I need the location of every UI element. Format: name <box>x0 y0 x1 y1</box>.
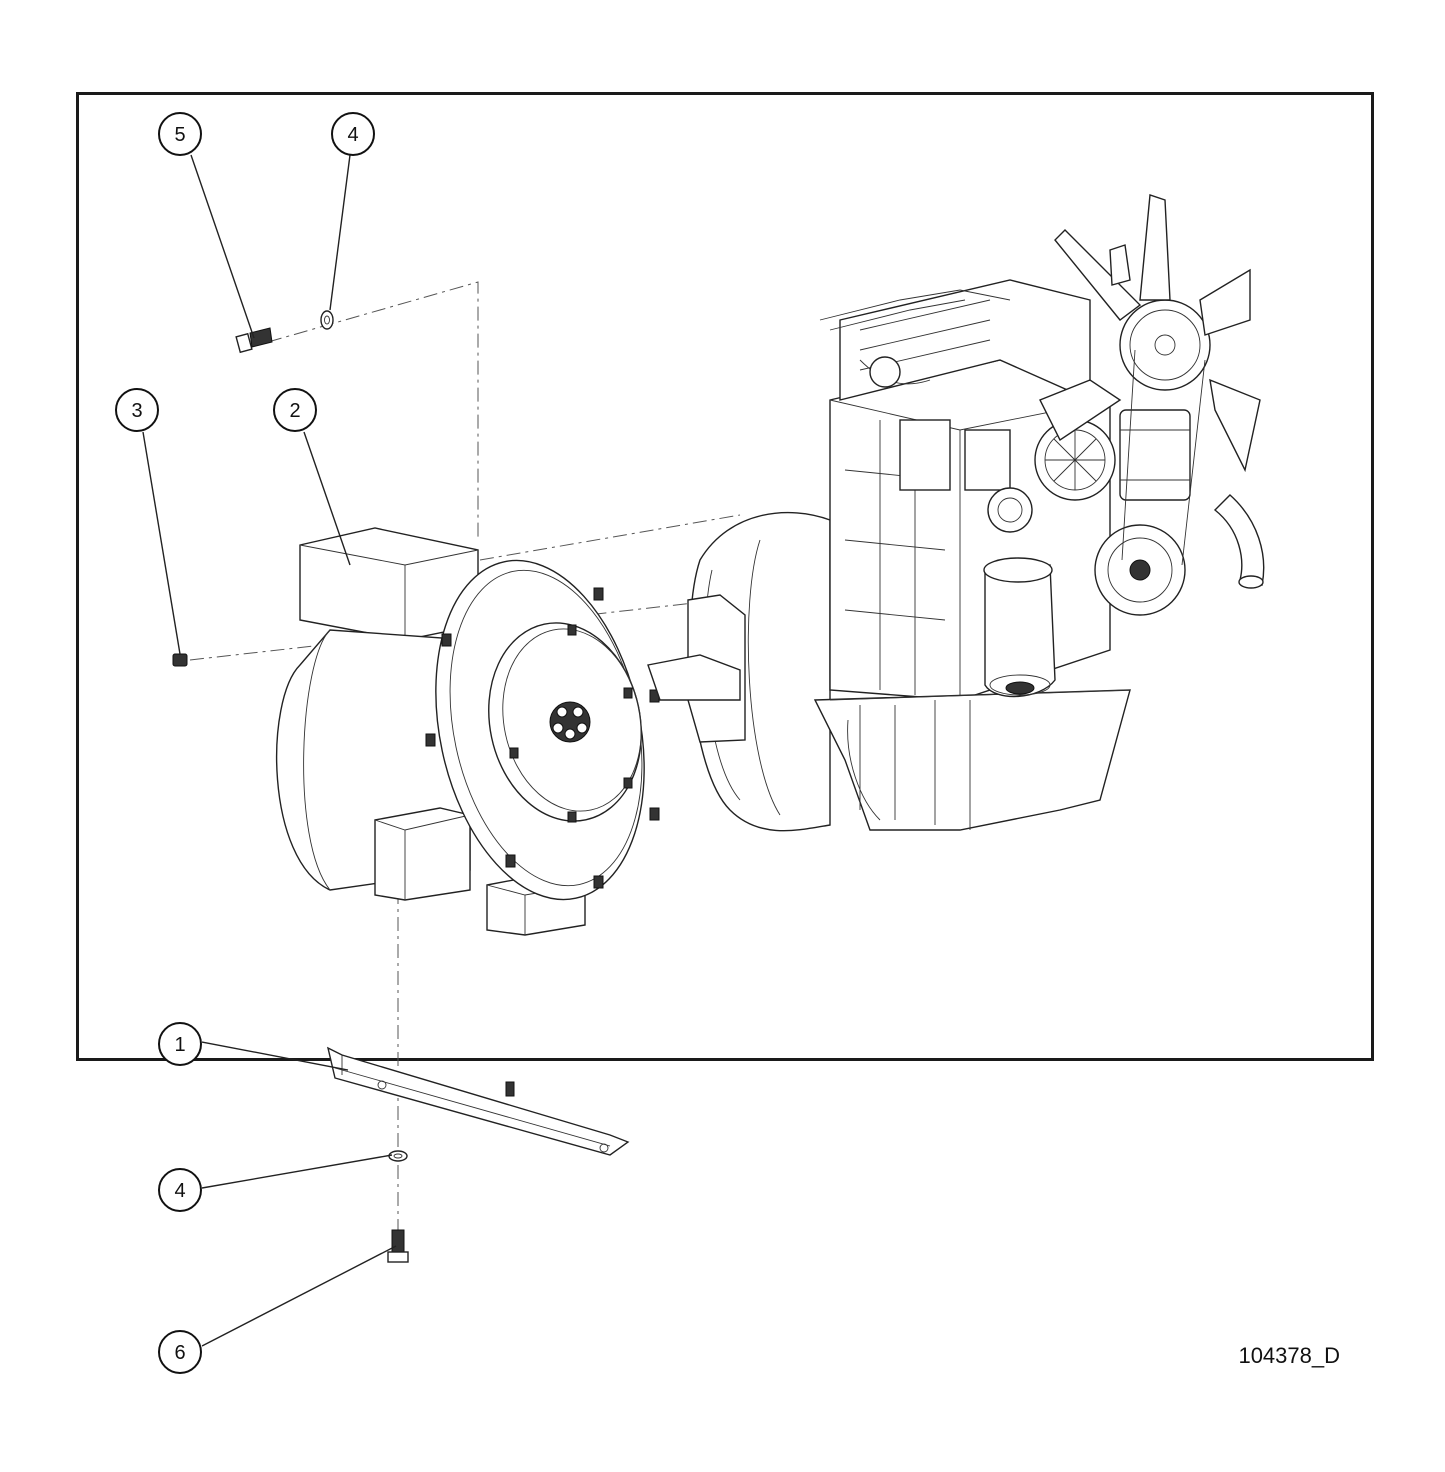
part-1-mounting-rail <box>326 1046 630 1156</box>
part-6-bolt <box>387 1229 409 1263</box>
svg-text:3: 3 <box>131 400 142 422</box>
callout-1: 1 <box>158 1022 202 1066</box>
svg-text:6: 6 <box>174 1342 185 1364</box>
callout-leaders <box>142 154 397 1347</box>
svg-text:1: 1 <box>174 1034 185 1056</box>
svg-text:4: 4 <box>347 124 358 146</box>
part-4-washer-upper <box>320 310 334 330</box>
callout-5: 5 <box>158 112 202 156</box>
part-4-washer-lower <box>388 1150 408 1162</box>
figure-reference-code: 104378_D <box>1238 1343 1340 1368</box>
svg-text:4: 4 <box>174 1180 185 1202</box>
part-5-bolt <box>235 327 273 354</box>
callout-3: 3 <box>115 388 159 432</box>
svg-text:5: 5 <box>174 124 185 146</box>
assembly-center-lines <box>189 281 741 1238</box>
callout-2: 2 <box>273 388 317 432</box>
engine-assembly <box>647 194 1265 832</box>
callout-4-lower: 4 <box>158 1168 202 1212</box>
svg-text:2: 2 <box>289 400 300 422</box>
callout-6: 6 <box>158 1330 202 1374</box>
callout-4-upper: 4 <box>331 112 375 156</box>
drawing-frame <box>76 92 1374 1061</box>
part-3-screw <box>172 653 188 667</box>
generator-assembly <box>275 527 660 936</box>
